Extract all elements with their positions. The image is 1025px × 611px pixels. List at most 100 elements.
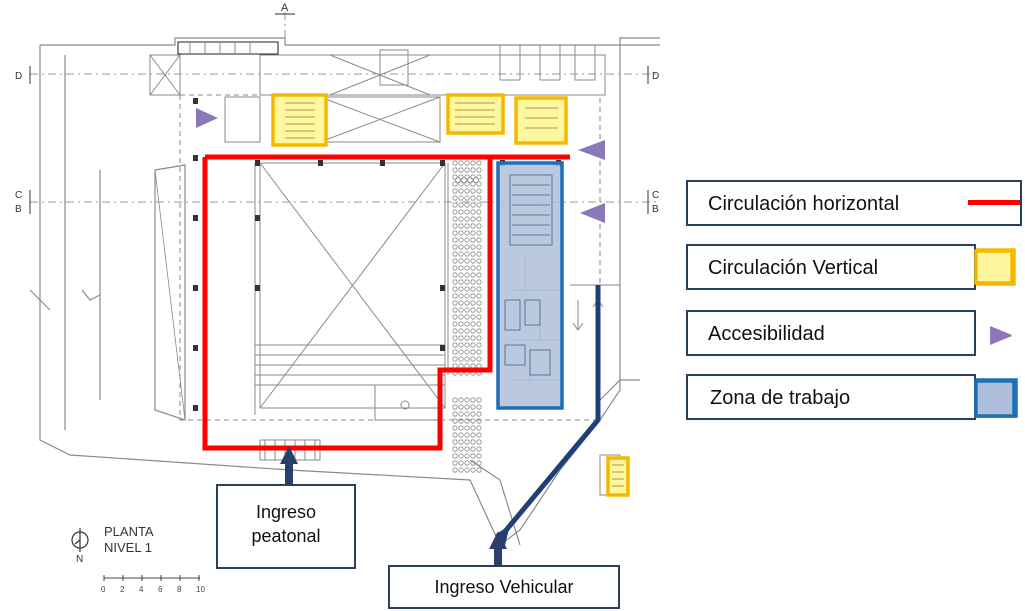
pedestrian-arrow	[280, 446, 298, 484]
seat	[476, 418, 482, 424]
seat	[476, 279, 482, 285]
seat	[476, 251, 482, 257]
seat	[470, 160, 476, 166]
seat	[452, 425, 458, 431]
scale-tick-label: 10	[196, 585, 205, 594]
section-mark-d-right: D	[652, 71, 659, 82]
seat	[458, 342, 464, 348]
legend-item-vertical-circulation: Circulación Vertical	[686, 244, 976, 290]
seat-grid	[452, 160, 482, 473]
work-zone-furniture	[504, 174, 553, 376]
seat	[464, 230, 470, 236]
plan-title-line2: NIVEL 1	[104, 540, 152, 555]
seat	[464, 328, 470, 334]
accessibility-arrow-west	[196, 108, 218, 128]
seat	[470, 467, 476, 473]
seat	[476, 439, 482, 445]
legend-blue-square-symbol	[974, 378, 1018, 418]
seat	[452, 167, 458, 173]
seat	[458, 209, 464, 215]
seat	[476, 342, 482, 348]
seat	[476, 467, 482, 473]
seat	[464, 335, 470, 341]
vehicular-entry-label: Ingreso Vehicular	[434, 577, 574, 597]
seat	[470, 258, 476, 264]
seat	[476, 453, 482, 459]
seat	[464, 216, 470, 222]
section-mark-b-right: B	[652, 204, 659, 215]
seat	[452, 272, 458, 278]
seat	[452, 460, 458, 466]
seat	[452, 418, 458, 424]
seat	[470, 188, 476, 194]
seat	[476, 293, 482, 299]
seat	[464, 411, 470, 417]
seat	[470, 453, 476, 459]
seat	[452, 181, 458, 187]
seat	[464, 251, 470, 257]
seat	[464, 342, 470, 348]
seat	[464, 404, 470, 410]
seat	[458, 286, 464, 292]
seat	[458, 195, 464, 201]
seat	[458, 223, 464, 229]
seat	[464, 209, 470, 215]
legend-label-work-zone: Zona de trabajo	[710, 387, 851, 409]
seat	[470, 356, 476, 362]
seat	[470, 397, 476, 403]
seat	[452, 432, 458, 438]
seat	[452, 202, 458, 208]
seat	[476, 202, 482, 208]
seat	[476, 411, 482, 417]
seat	[470, 418, 476, 424]
seat	[470, 237, 476, 243]
seat	[464, 181, 470, 187]
horizontal-circulation-path	[202, 154, 570, 451]
seat	[470, 265, 476, 271]
legend-purple-arrow-symbol	[990, 326, 1012, 344]
seat	[476, 300, 482, 306]
seat	[470, 279, 476, 285]
seat	[458, 181, 464, 187]
seat	[476, 223, 482, 229]
seat	[458, 432, 464, 438]
seat	[464, 293, 470, 299]
seat	[464, 195, 470, 201]
seat	[470, 174, 476, 180]
seat	[476, 188, 482, 194]
seat	[452, 251, 458, 257]
seat	[476, 328, 482, 334]
seat	[458, 411, 464, 417]
seat	[452, 244, 458, 250]
section-mark-a: A	[281, 2, 289, 14]
seat	[452, 286, 458, 292]
seat	[458, 244, 464, 250]
seat	[452, 411, 458, 417]
seat	[452, 446, 458, 452]
scale-tick-label: 8	[177, 585, 182, 594]
seat	[452, 237, 458, 243]
seat	[470, 286, 476, 292]
section-mark-c-left: C	[15, 190, 22, 201]
seat	[464, 160, 470, 166]
seat	[458, 460, 464, 466]
seat	[470, 244, 476, 250]
seat	[476, 230, 482, 236]
vehicular-route-tip	[495, 525, 510, 545]
seat	[476, 425, 482, 431]
seat	[464, 467, 470, 473]
seat	[464, 223, 470, 229]
pedestrian-entry-line2: peatonal	[251, 526, 321, 546]
seat	[476, 335, 482, 341]
seat	[458, 425, 464, 431]
seat	[464, 174, 470, 180]
seat	[458, 258, 464, 264]
seat	[470, 293, 476, 299]
seat	[452, 404, 458, 410]
scale-tick-label: 4	[139, 585, 144, 594]
seat	[470, 167, 476, 173]
seat	[452, 174, 458, 180]
legend-item-horizontal-circulation: Circulación horizontal	[686, 180, 1022, 226]
north-label: N	[76, 554, 83, 565]
